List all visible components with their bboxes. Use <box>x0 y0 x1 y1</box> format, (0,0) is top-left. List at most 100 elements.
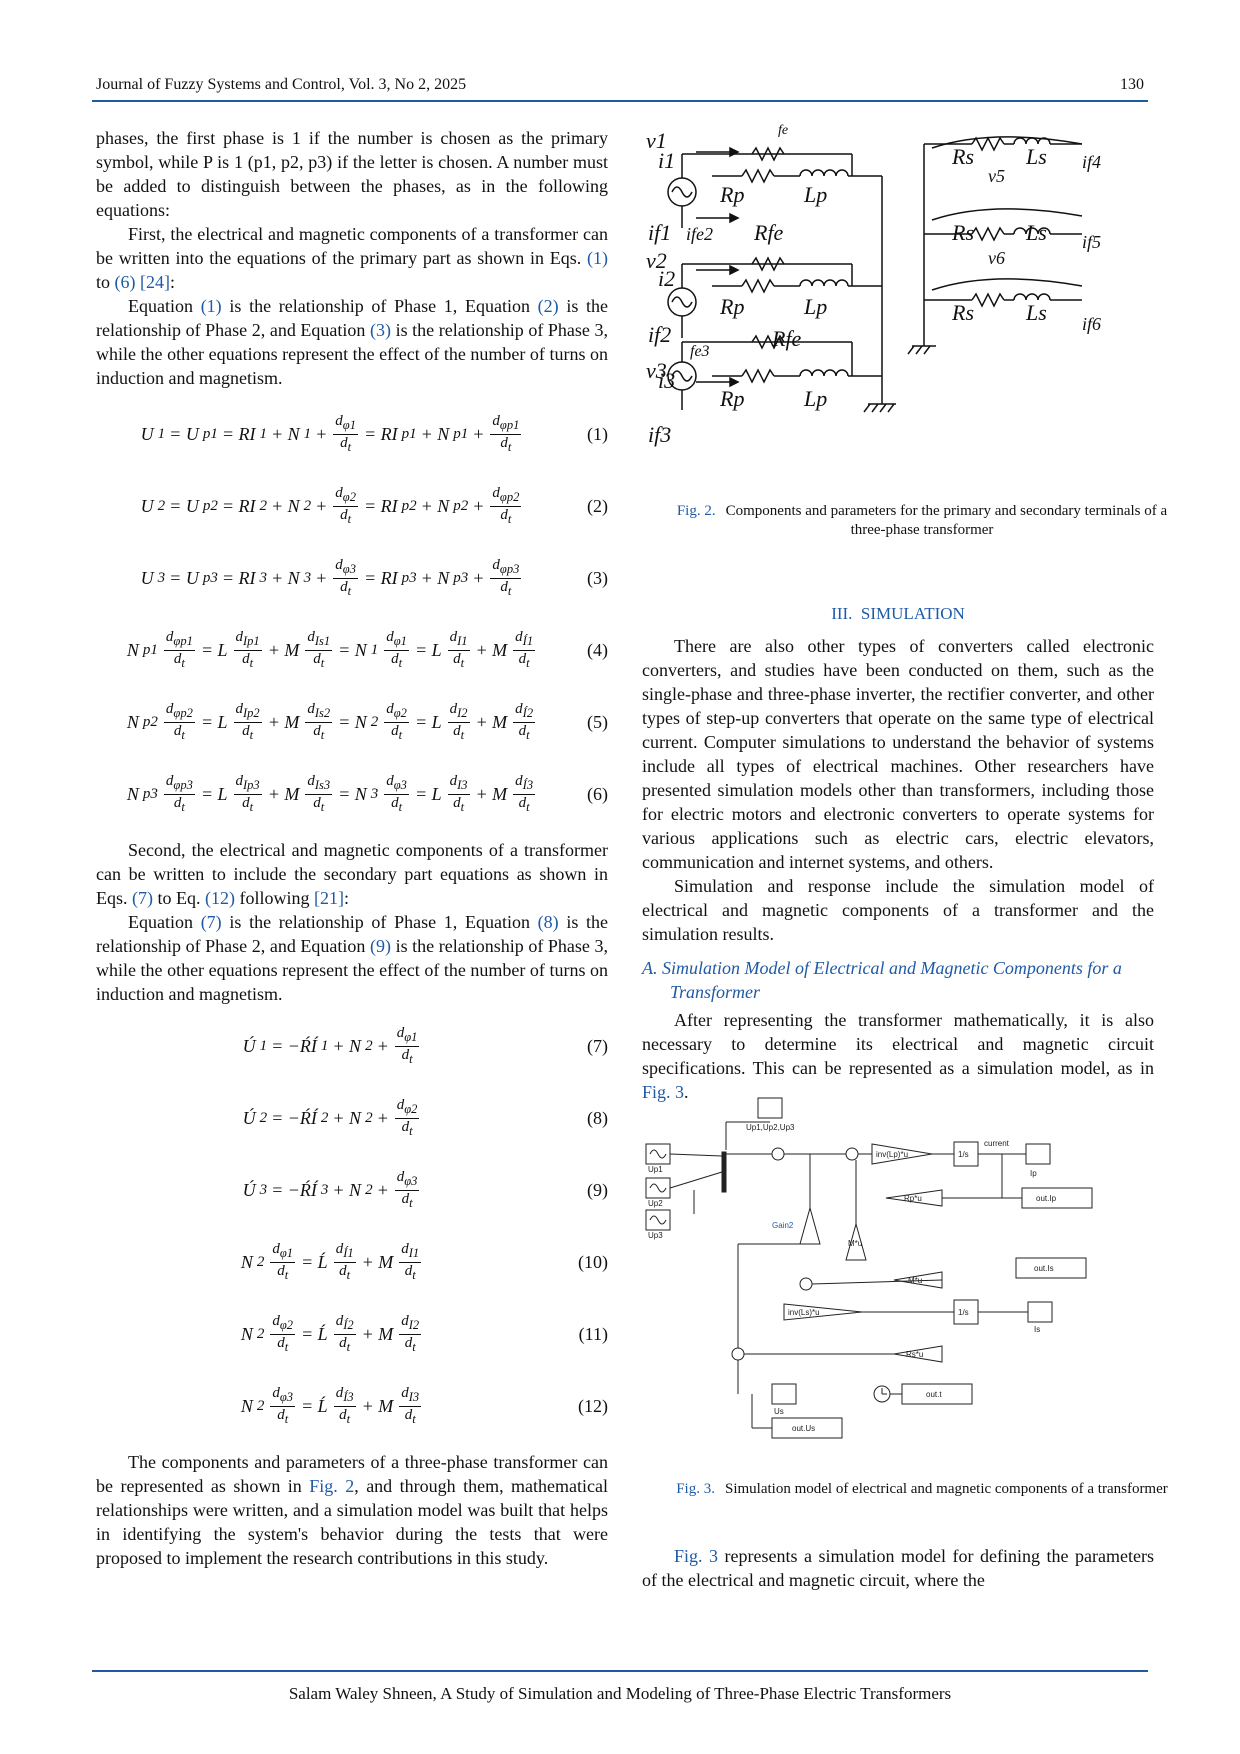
svg-text:if4: if4 <box>1082 152 1101 172</box>
figure-link[interactable]: Fig. 3 <box>674 1546 719 1566</box>
equation-number: (5) <box>587 712 608 732</box>
scope-up <box>757 1097 783 1119</box>
svg-text:1/s: 1/s <box>958 1308 969 1317</box>
svg-text:out.Us: out.Us <box>792 1424 815 1433</box>
equation-number: (6) <box>587 784 608 804</box>
citation-link[interactable]: [24] <box>140 272 171 292</box>
running-header: Journal of Fuzzy Systems and Control, Vo… <box>96 76 1144 100</box>
svg-text:Lp: Lp <box>803 294 827 319</box>
svg-text:Ls: Ls <box>1025 300 1047 325</box>
equation-number: (12) <box>578 1396 608 1416</box>
svg-text:Rp*u: Rp*u <box>904 1194 922 1203</box>
equation-link[interactable]: (1) <box>200 296 222 316</box>
equation-number: (2) <box>587 496 608 516</box>
paragraph: Equation (7) is the relationship of Phas… <box>96 912 609 1004</box>
equation-number: (1) <box>587 424 608 444</box>
equation-link[interactable]: (2) <box>537 296 559 316</box>
equation-link[interactable]: (1) <box>587 248 608 268</box>
svg-text:fe3: fe3 <box>690 343 710 360</box>
journal-title: Journal of Fuzzy Systems and Control, Vo… <box>96 76 467 93</box>
svg-text:Ls: Ls <box>1025 220 1047 245</box>
paragraph: After representing the transformer mathe… <box>642 1010 1154 1102</box>
equation-link[interactable]: (7) <box>132 888 153 908</box>
sum-block <box>771 1147 785 1161</box>
sum-block <box>731 1347 745 1361</box>
sum-block <box>799 1277 813 1291</box>
svg-text:current: current <box>984 1139 1010 1148</box>
subsection-heading: A. Simulation Model of Electrical and Ma… <box>642 958 1122 1002</box>
svg-text:M*u: M*u <box>908 1276 922 1285</box>
svg-text:v5: v5 <box>988 166 1005 186</box>
svg-text:if2: if2 <box>648 322 671 347</box>
paragraph: Equation (1) is the relationship of Phas… <box>96 296 609 388</box>
equation-link[interactable]: (12) <box>205 888 235 908</box>
footer-rule <box>92 1670 1148 1672</box>
svg-text:inv(Ls)*u: inv(Ls)*u <box>788 1308 820 1317</box>
primary-phase-3 <box>667 334 882 410</box>
svg-text:Lp: Lp <box>803 182 827 207</box>
simulation-block-diagram: Up1,Up2,Up3 Up1 Up2 Up3 inv(Lp)*u 1/s cu… <box>645 1097 1093 1439</box>
svg-text:Rs*u: Rs*u <box>906 1350 923 1359</box>
primary-phase-1 <box>667 146 853 228</box>
gain-invls <box>783 1303 863 1321</box>
section-heading: III. SIMULATION <box>831 604 965 623</box>
svg-text:ife2: ife2 <box>686 224 713 244</box>
scope-us <box>771 1383 797 1405</box>
equation-link[interactable]: (3) <box>369 320 391 340</box>
equation-link[interactable]: (6) <box>114 272 136 292</box>
paragraph: phases, the first phase is 1 if the numb… <box>96 128 608 220</box>
svg-text:if5: if5 <box>1082 232 1101 252</box>
svg-text:Ip: Ip <box>1030 1169 1037 1178</box>
svg-text:Up1,Up2,Up3: Up1,Up2,Up3 <box>746 1123 795 1132</box>
svg-text:out.Is: out.Is <box>1034 1264 1054 1273</box>
gain-rsu <box>893 1345 943 1363</box>
svg-text:fe: fe <box>778 124 788 138</box>
svg-text:Up3: Up3 <box>648 1231 663 1240</box>
citation-link[interactable]: [21] <box>314 888 344 908</box>
svg-text:i3: i3 <box>658 368 675 393</box>
svg-text:i2: i2 <box>658 266 675 291</box>
secondary-phases <box>907 136 1083 355</box>
svg-text:Ls: Ls <box>1025 144 1047 169</box>
scope-is <box>1027 1301 1053 1323</box>
figure-link[interactable]: Fig. 3 <box>642 1082 685 1102</box>
right-column: III. SIMULATION There are also other typ… <box>642 596 1154 1104</box>
figure-2-caption: Fig. 2.Components and parameters for the… <box>676 503 1168 538</box>
svg-text:out.Ip: out.Ip <box>1036 1194 1057 1203</box>
equation-number: (4) <box>587 640 608 660</box>
running-footer: Salam Waley Shneen, A Study of Simulatio… <box>288 1684 952 1703</box>
figure-3-caption: Fig. 3.Simulation model of electrical an… <box>676 1481 1168 1497</box>
gain-2 <box>799 1206 821 1245</box>
equation-link[interactable]: (9) <box>369 936 391 956</box>
equation-link[interactable]: (8) <box>537 912 559 932</box>
figure-tag: Fig. 2. <box>676 503 716 519</box>
paragraph: The components and parameters of a three… <box>96 1452 608 1568</box>
paragraph: Second, the electrical and magnetic comp… <box>96 840 608 908</box>
svg-text:out.t: out.t <box>926 1390 942 1399</box>
paragraph: Simulation and response include the simu… <box>642 876 1154 944</box>
svg-text:Rfe: Rfe <box>753 220 784 245</box>
left-column: phases, the first phase is 1 if the numb… <box>96 126 608 1570</box>
gain-mu <box>845 1222 867 1261</box>
equation-number: (9) <box>587 1180 608 1200</box>
svg-text:Is: Is <box>1034 1325 1040 1334</box>
svg-text:Lp: Lp <box>803 386 827 411</box>
svg-text:M*u: M*u <box>848 1239 862 1248</box>
figure-link[interactable]: Fig. 2 <box>309 1476 355 1496</box>
primary-phase-2 <box>667 256 853 338</box>
svg-text:v3: v3 <box>646 358 667 383</box>
equation-number: (11) <box>578 1324 608 1344</box>
outport-is <box>1015 1257 1087 1279</box>
equation-link[interactable]: (7) <box>200 912 222 932</box>
svg-text:if1: if1 <box>648 220 671 245</box>
